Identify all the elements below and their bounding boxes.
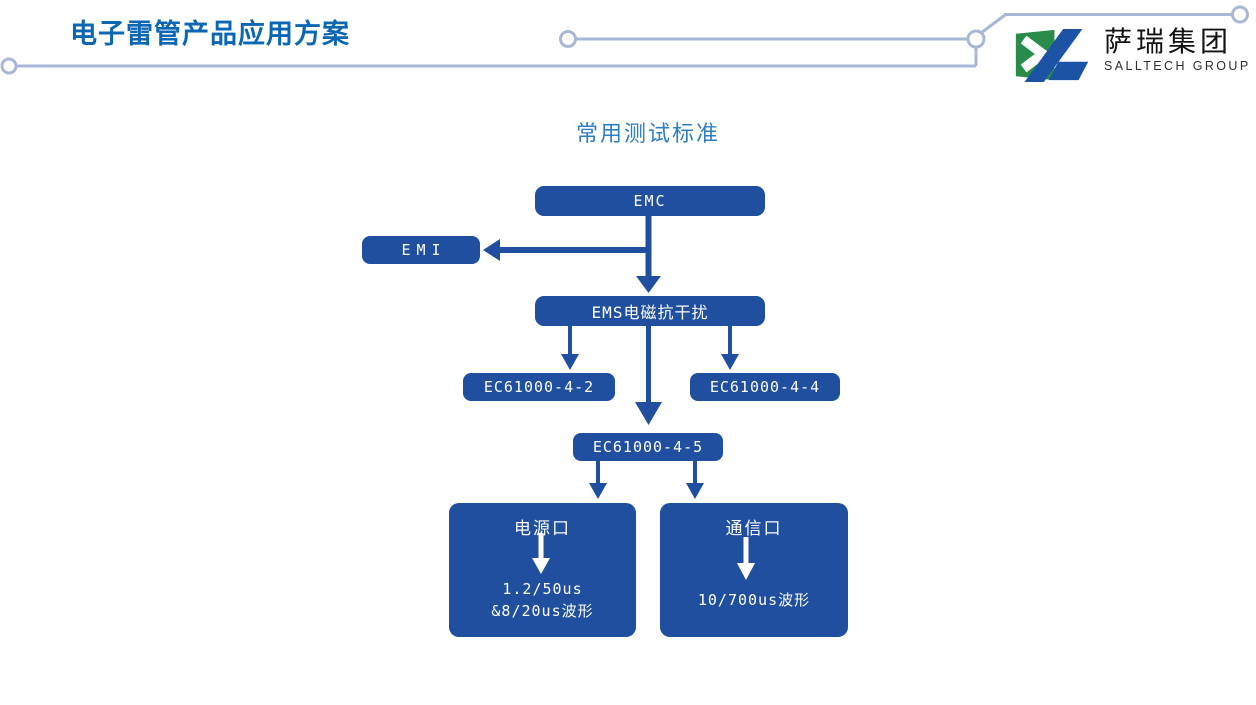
node-ec61000-4-2: EC61000-4-2: [463, 373, 615, 401]
power-port-title: 电源口: [514, 519, 571, 538]
logo-mark-icon: [1015, 28, 1089, 83]
arrow-emc-to-ems-icon: [636, 215, 661, 293]
arrow-ems-to-ec4-icon: [721, 325, 739, 370]
arrow-ems-to-ec5-icon: [635, 325, 662, 425]
logo-company-name: 萨瑞集团: [1104, 26, 1233, 57]
comm-port-waveform-line1: 10/700us波形: [697, 591, 811, 609]
node-ems: EMS电磁抗干扰: [535, 296, 765, 326]
power-port-waveform-line1: 1.2/50us: [502, 580, 583, 598]
arrow-ems-to-ec2-icon: [561, 325, 579, 370]
logo: 萨瑞集团 SALLTECH GROUP: [1012, 25, 1251, 85]
comm-port-title: 通信口: [725, 519, 783, 538]
power-port-waveform-line2: &8/20us波形: [491, 602, 594, 620]
node-emi: EMI: [362, 236, 480, 264]
arrow-emc-to-emi-icon: [483, 239, 651, 261]
node-comm-port: 通信口 10/700us波形: [660, 503, 848, 637]
power-port-waveform-text: 1.2/50us &8/20us波形: [449, 578, 636, 622]
diagram-heading: 常用测试标准: [575, 121, 720, 146]
node-ec61000-4-5: EC61000-4-5: [573, 433, 723, 461]
logo-group-name: SALLTECH GROUP: [1104, 59, 1251, 73]
node-ec61000-4-4: EC61000-4-4: [690, 373, 840, 401]
node-power-port: 电源口 1.2/50us &8/20us波形: [449, 503, 636, 637]
arrow-ec5-to-comm-icon: [686, 461, 704, 499]
comm-port-waveform-text: 10/700us波形: [660, 589, 848, 611]
page-title: 电子雷管产品应用方案: [70, 19, 350, 49]
node-emc: EMC: [535, 186, 765, 216]
arrow-ec5-to-power-icon: [589, 461, 607, 499]
logo-text: 萨瑞集团 SALLTECH GROUP: [1104, 26, 1251, 74]
